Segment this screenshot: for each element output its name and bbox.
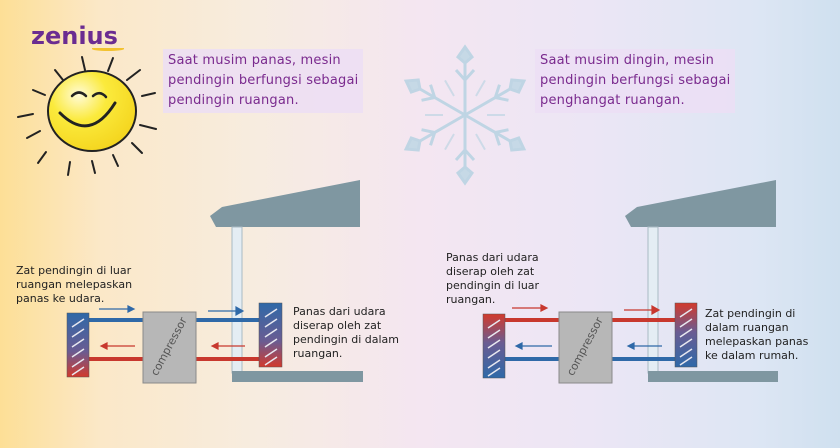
house-pillar (231, 226, 243, 374)
flow-arrow (99, 305, 245, 317)
winter-outdoor-note: Panas dari udara diserap oleh zat pendin… (446, 251, 539, 307)
caption-line: Saat musim panas, mesin (168, 53, 341, 68)
note-line: ruangan melepaskan (16, 278, 133, 291)
house-floor (232, 371, 363, 382)
note-line: panas ke udara. (16, 292, 105, 305)
summer-outdoor-note: Zat pendingin di luar ruangan melepaskan… (16, 264, 132, 306)
compressor-box (558, 311, 613, 384)
note-line: ruangan. (293, 347, 343, 360)
note-line: melepaskan panas (705, 335, 809, 348)
logo-underline (92, 47, 124, 51)
caption-line: pendingin berfungsi sebagai (540, 73, 731, 88)
note-line: ke dalam rumah. (705, 349, 799, 362)
flow-arrow (512, 304, 661, 316)
note-line: pendingin di luar (446, 279, 540, 292)
note-line: Zat pendingin di (705, 307, 796, 320)
flow-arrow (99, 342, 245, 350)
note-line: Panas dari udara (446, 251, 539, 264)
sun-icon (17, 56, 157, 176)
note-line: pendingin di dalam (293, 333, 400, 346)
summer-caption: Saat musim panas, mesin pendingin berfun… (163, 49, 364, 113)
house-roof (625, 180, 776, 227)
compressor-box (142, 311, 197, 384)
caption-line: Saat musim dingin, mesin (540, 53, 715, 68)
summer-diagram (66, 180, 363, 384)
summer-indoor-note: Panas dari udara diserap oleh zat pendin… (293, 305, 399, 361)
caption-line: pendingin ruangan. (168, 93, 299, 108)
note-line: Panas dari udara (293, 305, 386, 318)
winter-caption: Saat musim dingin, mesin pendingin berfu… (535, 49, 736, 113)
snowflake-icon (400, 44, 530, 185)
note-line: dalam ruangan (705, 321, 789, 334)
caption-line: penghangat ruangan. (540, 93, 685, 108)
note-line: diserap oleh zat (293, 319, 382, 332)
zenius-logo: zenius (31, 22, 118, 50)
house-pillar (647, 226, 659, 374)
note-line: ruangan. (446, 293, 496, 306)
winter-diagram (482, 180, 778, 384)
caption-line: pendingin berfungsi sebagai (168, 73, 359, 88)
house-floor (648, 371, 778, 382)
note-line: diserap oleh zat (446, 265, 535, 278)
note-line: Zat pendingin di luar (16, 264, 132, 277)
winter-indoor-note: Zat pendingin di dalam ruangan melepaska… (705, 307, 808, 363)
house-roof (210, 180, 360, 227)
flow-arrow (514, 342, 662, 350)
